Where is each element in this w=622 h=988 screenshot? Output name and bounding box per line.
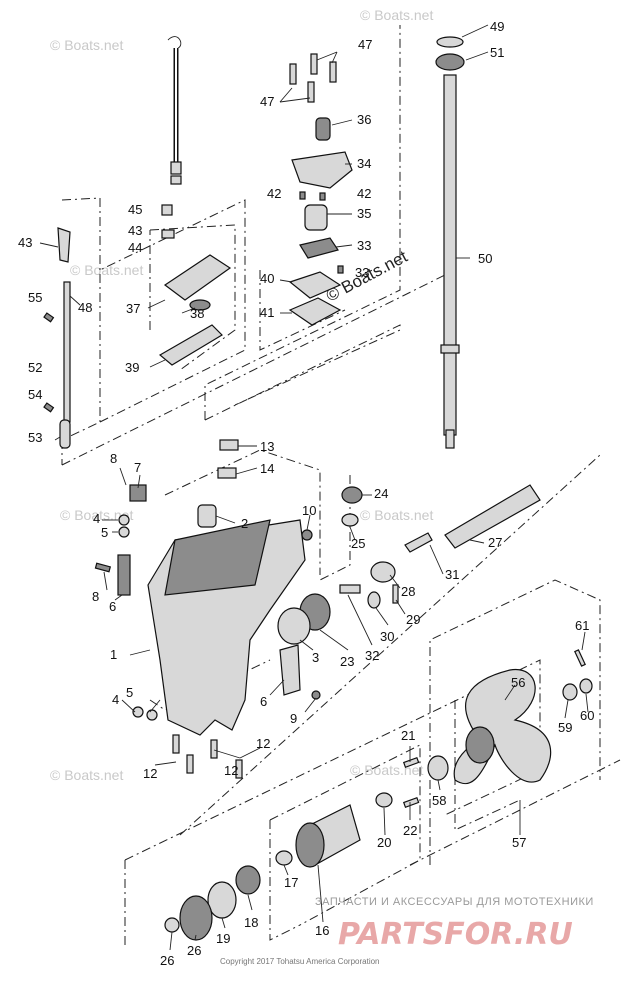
callout-29: 30 xyxy=(380,629,394,644)
plates xyxy=(158,204,232,366)
shift-rod-lower xyxy=(43,227,71,449)
callout-14: 14 xyxy=(260,461,274,476)
bolts-47 xyxy=(289,53,337,103)
watermark: © Boats.net xyxy=(360,7,433,23)
callout-numbers: 47 47 49 51 36 34 42 42 35 33 33 40 41 5… xyxy=(18,19,594,968)
callout-26: 27 xyxy=(488,535,502,550)
small-parts xyxy=(94,514,321,779)
copyright: Copyright 2017 Tohatsu America Corporati… xyxy=(220,957,380,966)
callout-51: 51 xyxy=(490,45,504,60)
callout-53: 53 xyxy=(28,430,42,445)
callout-16: 17 xyxy=(284,875,298,890)
callout-54: 54 xyxy=(28,387,42,402)
callout-12: 12 xyxy=(256,736,270,751)
callout-38: 38 xyxy=(190,306,204,321)
callout-19: 20 xyxy=(377,835,391,850)
watermark: © Boats.net xyxy=(70,262,143,278)
gearcase xyxy=(117,439,306,736)
callout-9: 7 xyxy=(134,460,141,475)
callout-40: 40 xyxy=(260,271,274,286)
callout-33: 33 xyxy=(355,265,369,280)
watermark: © Boats.net xyxy=(50,767,123,783)
callout-48: 48 xyxy=(78,300,92,315)
callout-5: 5 xyxy=(126,685,133,700)
callout-58: 58 xyxy=(432,793,446,808)
callout-31: 32 xyxy=(365,648,379,663)
shop-tagline: ЗАПЧАСТИ И АКСЕССУАРЫ ДЛЯ МОТОТЕХНИКИ xyxy=(315,896,594,908)
callout-49: 49 xyxy=(490,19,504,34)
callout-27: 28 xyxy=(401,584,415,599)
callout-30: 31 xyxy=(445,567,459,582)
callout-23: 25 xyxy=(351,536,365,551)
callout-6: 6 xyxy=(260,694,267,709)
watermark: © Boats.net xyxy=(50,37,123,53)
callout-17: 18 xyxy=(244,915,258,930)
leader-lines xyxy=(39,24,589,951)
driveshaft xyxy=(435,36,465,449)
watermark: © Boats.net xyxy=(360,507,433,523)
callout-44: 43 xyxy=(128,223,142,238)
callout-10: 8 xyxy=(110,451,117,466)
callout-20: 22 xyxy=(403,823,417,838)
propeller xyxy=(453,649,593,785)
callout-18: 19 xyxy=(216,931,230,946)
callout-37: 37 xyxy=(126,301,140,316)
watermark: © Boats.net xyxy=(60,507,133,523)
assembly-boundaries xyxy=(61,25,621,948)
callout-52: 52 xyxy=(28,360,42,375)
callout-46: 45 xyxy=(128,202,142,217)
callout-20: 21 xyxy=(401,728,415,743)
callout-35: 35 xyxy=(357,206,371,221)
callout-5: 5 xyxy=(101,525,108,540)
callout-34: 34 xyxy=(357,156,371,171)
callout-2: 2 xyxy=(241,516,248,531)
callout-39: 39 xyxy=(125,360,139,375)
callout-12: 12 xyxy=(143,766,157,781)
callout-32: 33 xyxy=(357,238,371,253)
callout-56: 56 xyxy=(511,675,525,690)
callout-7: 8 xyxy=(92,589,99,604)
callout-28: 29 xyxy=(406,612,420,627)
callout-22: 24 xyxy=(374,486,388,501)
callout-11: 10 xyxy=(302,503,316,518)
callout-47: 47 xyxy=(260,94,274,109)
callout-42: 42 xyxy=(267,186,281,201)
callout-12: 12 xyxy=(224,763,238,778)
callout-25: 26 xyxy=(160,953,174,968)
shift-rod xyxy=(167,36,182,185)
callout-15: 16 xyxy=(315,923,329,938)
callout-4: 4 xyxy=(112,692,119,707)
callout-41: 41 xyxy=(260,305,274,320)
callout-1: 1 xyxy=(110,647,117,662)
shop-banner: ЗАПЧАСТИ И АКСЕССУАРЫ ДЛЯ МОТОТЕХНИКИ PA… xyxy=(315,896,594,952)
callout-8: 9 xyxy=(290,711,297,726)
callout-4: 4 xyxy=(93,511,100,526)
prop-shaft xyxy=(277,484,541,645)
callout-13: 13 xyxy=(260,439,274,454)
callout-47: 47 xyxy=(358,37,372,52)
callout-50: 50 xyxy=(478,251,492,266)
bearing-carrier xyxy=(164,755,449,941)
water-pump xyxy=(288,117,353,326)
callout-24: 26 xyxy=(187,943,201,958)
callout-42: 42 xyxy=(357,186,371,201)
callout-6: 6 xyxy=(109,599,116,614)
callout-36: 36 xyxy=(357,112,371,127)
callout-55: 55 xyxy=(28,290,42,305)
callout-61: 61 xyxy=(575,618,589,633)
callout-57: 57 xyxy=(512,835,526,850)
callout-59: 59 xyxy=(558,720,572,735)
callout-43: 43 xyxy=(18,235,32,250)
callout-21: 23 xyxy=(340,654,354,669)
callout-3: 3 xyxy=(312,650,319,665)
callout-45: 44 xyxy=(128,240,142,255)
callout-60: 60 xyxy=(580,708,594,723)
shop-logo: PARTSFOR.RU xyxy=(338,917,573,952)
